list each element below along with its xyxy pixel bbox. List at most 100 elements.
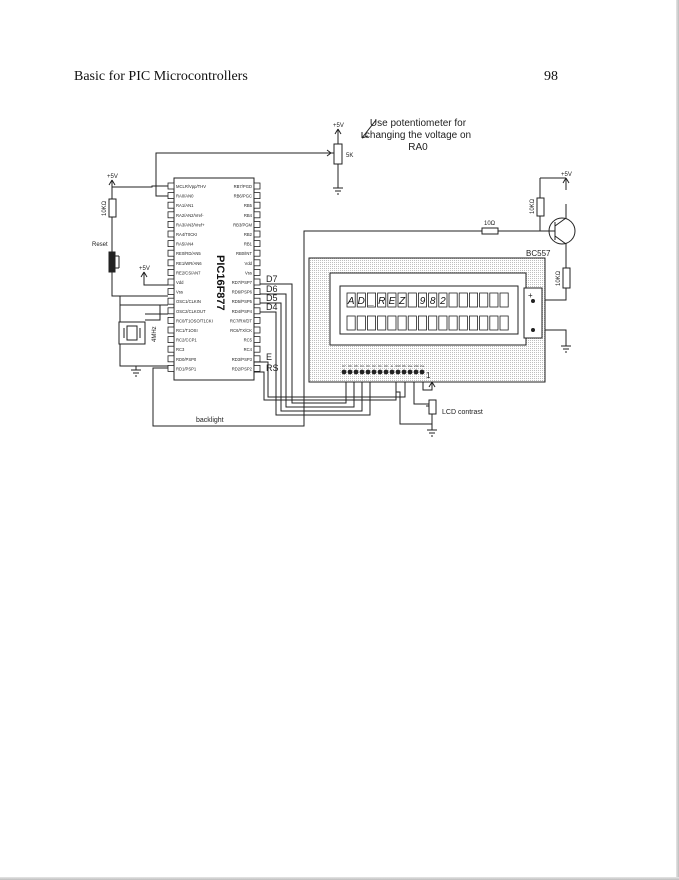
- mcu-pin-label: RC3: [176, 347, 185, 352]
- mcu-pin-label: Vdd: [245, 261, 253, 266]
- annotation-text: Use potentiometer for changing the volta…: [365, 118, 471, 153]
- lcd-pin: [419, 369, 425, 375]
- page-shadow-right: [676, 0, 679, 880]
- lcd-cell: [468, 292, 478, 308]
- lcd-pin-label: D2: [372, 364, 376, 368]
- mcu-pin-label: RD3/PSP3: [232, 357, 253, 362]
- mcu-pin-label: Vss: [176, 290, 183, 295]
- microcontroller: MCLR/Vpp/THVRA0/AN0RA1/AN1RA2/AN2/Vref-R…: [167, 177, 261, 381]
- lcd-pin-label: E: [391, 364, 393, 368]
- lcd-cell: [458, 292, 468, 308]
- mcu-pin: [167, 326, 175, 334]
- mcu-pin-label: RA4/T0CKI: [176, 232, 197, 237]
- lcd-pin-label: Vdd: [414, 364, 419, 368]
- lcd-char: R: [378, 296, 385, 307]
- supply-label: +5V: [107, 174, 118, 180]
- annotation-arrow: [361, 119, 377, 139]
- lcd-pin: [347, 369, 353, 375]
- mcu-pin: [167, 288, 175, 296]
- mcu-pin-label: RE0/RD/AN5: [176, 251, 201, 256]
- mcu-pin: [253, 211, 261, 219]
- lcd-pin-label: D0: [384, 364, 388, 368]
- mcu-pin-label: RD6/PSP6: [232, 290, 253, 295]
- mcu-pin: [167, 316, 175, 324]
- lcd-pin-label: RS: [402, 364, 406, 368]
- svg-text:4MHz: 4MHz: [152, 326, 158, 342]
- lcd-pin-label: R/W: [395, 364, 401, 368]
- mcu-pin-label: RA1/AN1: [176, 203, 194, 208]
- mcu-pin: [253, 182, 261, 190]
- mcu-pin: [167, 278, 175, 286]
- lcd-cell: [397, 315, 407, 331]
- mcu-pin-label: RE1/WR/AN6: [176, 261, 202, 266]
- lcd-pin1-label: 1: [426, 371, 431, 380]
- mcu-pin: [167, 249, 175, 257]
- mcu-pin: [167, 220, 175, 228]
- svg-text:10KΩ: 10KΩ: [530, 198, 536, 214]
- mcu-pin-label: RD2/PSP2: [232, 366, 253, 371]
- mcu-pin: [167, 230, 175, 238]
- lcd-cell: [438, 292, 448, 308]
- lcd-cell: [366, 315, 376, 331]
- lcd-char: 8: [430, 296, 436, 307]
- mcu-pin-label: RB4: [244, 213, 253, 218]
- lcd-cell: [417, 292, 427, 308]
- mcu-pin: [253, 249, 261, 257]
- lcd-cell: [387, 315, 397, 331]
- supply-label: +5V: [333, 123, 344, 129]
- mcu-pin: [253, 288, 261, 296]
- mcu-pin-label: RA3/AN3/Vref+: [176, 222, 205, 227]
- mcu-pin: [167, 201, 175, 209]
- mcu-pin-label: RC6/TX/CK: [230, 328, 252, 333]
- lcd-char: _: [368, 296, 375, 307]
- lcd-cell: [479, 292, 489, 308]
- running-header-title: Basic for PIC Microcontrollers: [74, 69, 248, 84]
- lcd-pin: [365, 369, 371, 375]
- lcd-cell: [448, 315, 458, 331]
- mcu-pin: [167, 336, 175, 344]
- mcu-pin: [253, 297, 261, 305]
- lcd-char: D: [358, 296, 365, 307]
- lcd-cell: [377, 315, 387, 331]
- mcu-pin-label: RB6/PGC: [234, 194, 252, 199]
- circuit-wires: [111, 129, 571, 437]
- lcd-cell: [468, 315, 478, 331]
- mcu-pin: [253, 220, 261, 228]
- lcd-pin-label: D7: [342, 364, 346, 368]
- lcd-contrast-label: LCD contrast: [442, 409, 483, 416]
- mcu-pin: [253, 278, 261, 286]
- lcd-cell: [428, 292, 438, 308]
- mcu-pin: [167, 297, 175, 305]
- lcd-pin: [413, 369, 419, 375]
- page-shadow-bottom: [0, 877, 679, 880]
- lcd-cell: [417, 315, 427, 331]
- mcu-pin-label: RD7/PSP7: [232, 280, 253, 285]
- mcu-pin-label: RD0/PSP0: [176, 357, 197, 362]
- lcd-cell: [407, 292, 417, 308]
- svg-text:D5: D5: [266, 293, 278, 303]
- lcd-char: Z: [398, 296, 406, 307]
- mcu-pin: [167, 307, 175, 315]
- backlight-label: backlight: [196, 417, 224, 424]
- rs-label: RS: [266, 363, 279, 373]
- svg-text:10Ω: 10Ω: [484, 221, 496, 227]
- mcu-pin-label: RA0/AN0: [176, 194, 194, 199]
- mcu-pin-label: RD4/PSP4: [232, 309, 253, 314]
- svg-text:10KΩ: 10KΩ: [556, 270, 562, 286]
- lcd-cell: [499, 315, 509, 331]
- mcu-pin-label: RB1: [244, 242, 253, 247]
- lcd-cell: [356, 292, 366, 308]
- svg-text:D7: D7: [266, 274, 278, 284]
- mcu-left-pins: MCLR/Vpp/THVRA0/AN0RA1/AN1RA2/AN2/Vref-R…: [167, 182, 213, 372]
- lcd-pin-label: Vee: [408, 364, 413, 368]
- supply-symbols: [108, 128, 570, 388]
- mcu-pin: [253, 259, 261, 267]
- mcu-pin: [167, 268, 175, 276]
- mcu-pin: [253, 355, 261, 363]
- lcd-cell: [458, 315, 468, 331]
- lcd-pin-label: D6: [348, 364, 352, 368]
- page-number: 98: [544, 69, 558, 84]
